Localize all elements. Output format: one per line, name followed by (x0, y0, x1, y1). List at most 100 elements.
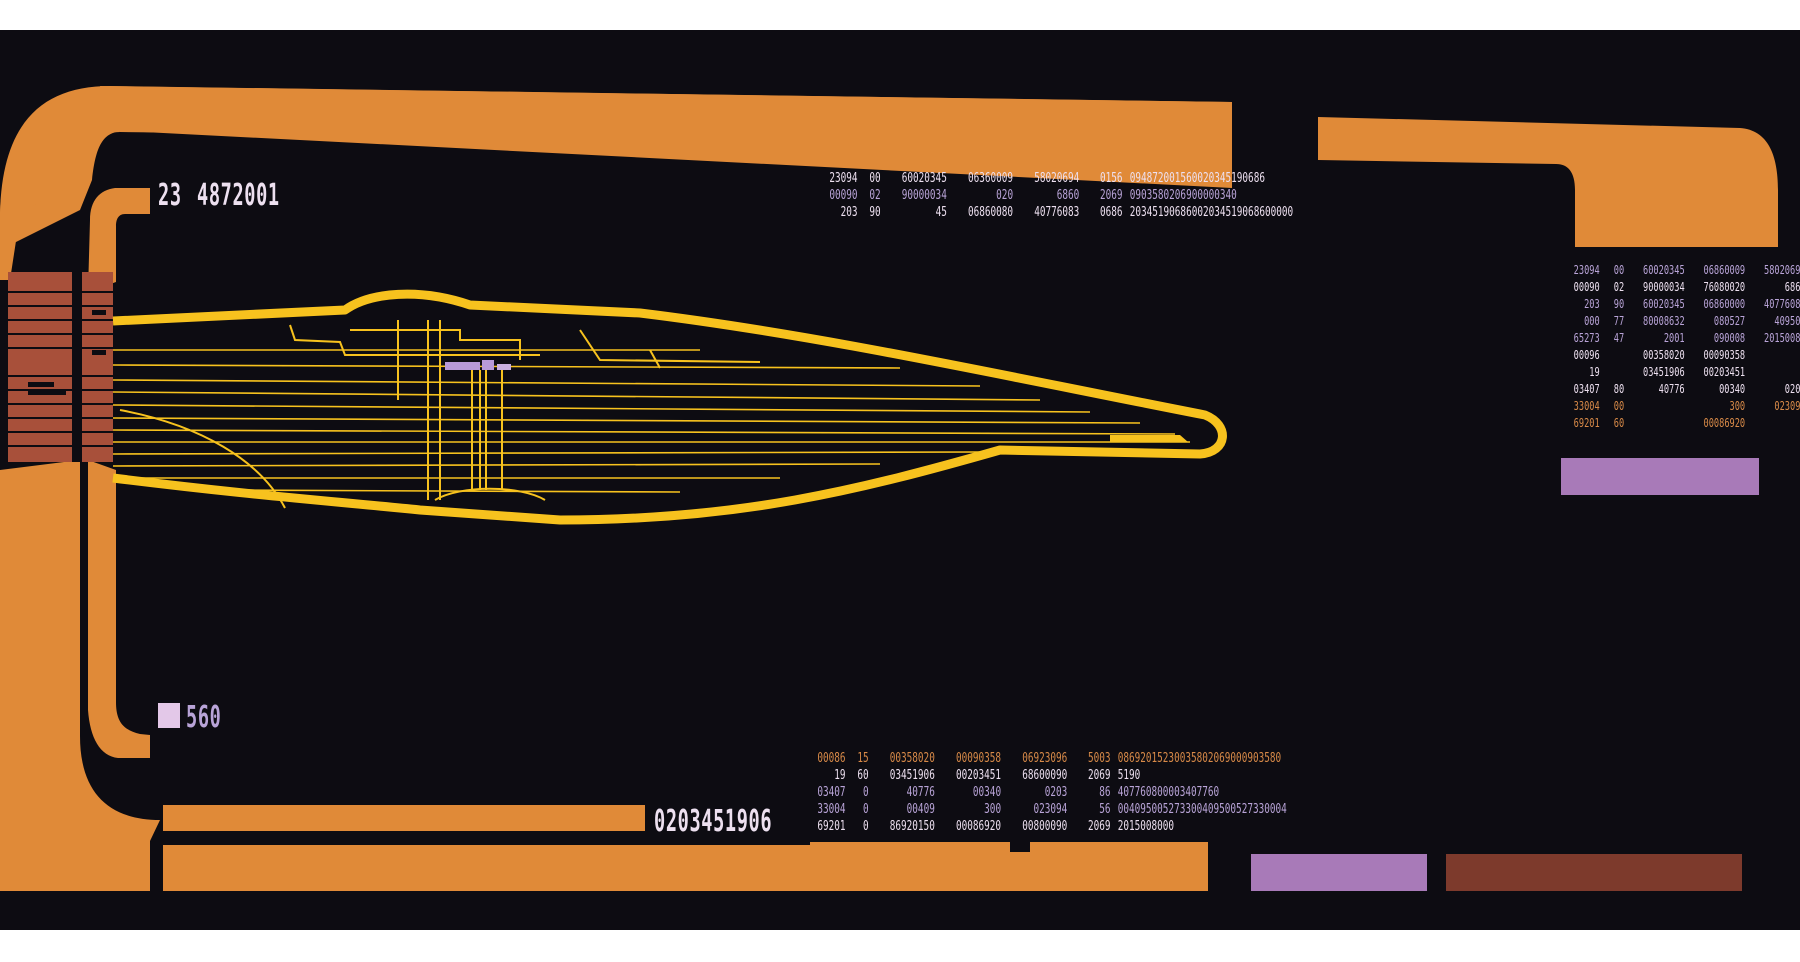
rust-section-lines (8, 291, 113, 447)
grid-cell: 00086 (817, 751, 846, 766)
grid-cell: 00086920 (955, 819, 1002, 834)
grid-cell: 80008632 (1643, 314, 1685, 328)
grid-cell (1607, 364, 1624, 381)
rust-block (28, 390, 66, 395)
grid-cell: 86 (1099, 785, 1111, 800)
frame-right-elbow (1318, 117, 1778, 247)
grid-cell: 65273 (1573, 331, 1600, 345)
grid-cell: 00096 (1573, 348, 1600, 362)
grid-cell: 60020345 (1643, 297, 1685, 311)
bottom-center-code: 0203451906 (654, 804, 773, 839)
grid-cell: 90000034 (901, 188, 947, 203)
grid-cell: 69201 (817, 819, 846, 834)
grid-cell: 0903580206900000340 (1129, 188, 1237, 203)
bow-detail (1110, 435, 1188, 442)
grid-cell: 58020694 (1763, 263, 1800, 277)
top-left-prefix: 23 (158, 178, 182, 213)
grid-cell: 56 (1099, 802, 1111, 817)
grid-cell: 00090358 (955, 751, 1002, 766)
grid-cell: 00358020 (1643, 348, 1685, 362)
grid-cell (1607, 347, 1624, 364)
grid-cell: 00090 (829, 188, 858, 203)
grid-cell: 60 (857, 768, 869, 783)
grid-cell: 60 (1613, 416, 1625, 430)
frame-outer-elbow-bottom (0, 460, 160, 871)
lcars-frame (0, 86, 1778, 891)
frame-bottom-bar-long (163, 842, 1208, 891)
grid-cell: 094872001560020345190686 (1129, 171, 1265, 186)
grid-cell: 69201 (1573, 416, 1600, 430)
grid-cell: 0 (862, 819, 869, 834)
grid-cell: 90000034 (1643, 280, 1685, 294)
grid-cell: 023094 (1033, 802, 1068, 817)
grid-cell: 76080020 (1703, 280, 1746, 294)
grid-cell: 00358020 (889, 751, 935, 766)
grid-cell: 300 (1729, 399, 1746, 413)
grid-cell: 90 (869, 205, 881, 220)
bottom-indicator-lavender[interactable] (1251, 854, 1427, 891)
grid-cell: 02 (1613, 280, 1625, 294)
grid-cell: 03407 (817, 785, 846, 800)
grid-cell: 33004 (1573, 399, 1600, 413)
grid-cell: 20345190686002034519068600000 (1129, 205, 1294, 220)
grid-cell: 203 (1584, 297, 1600, 311)
grid-cell: 86920150 (889, 819, 935, 834)
grid-cell (1631, 398, 1684, 415)
grid-cell: 60020345 (901, 171, 947, 186)
grid-cell: 90 (1613, 297, 1625, 311)
frame-inner-elbow-top (88, 188, 150, 292)
grid-row: 00096 00358020 00090358 (1568, 347, 1800, 364)
rust-block (28, 382, 54, 387)
frame-inner-elbow-bottom (88, 460, 150, 758)
grid-cell: 06860080 (967, 205, 1014, 220)
grid-cell: 0156 (1099, 171, 1123, 186)
grid-cell (1752, 415, 1800, 432)
module-lavender (497, 364, 511, 370)
grid-cell: 00409 (906, 802, 935, 817)
grid-cell: 00203451 (1703, 365, 1746, 379)
grid-cell: 5190 (1117, 768, 1141, 783)
hull-outline (112, 289, 1227, 525)
bottom-indicator-rust[interactable] (1446, 854, 1742, 891)
grid-cell: 77 (1613, 314, 1625, 328)
grid-cell (1631, 415, 1684, 432)
grid-row: 69201 0 86920150 00086920 00800090 2069 201500… (811, 818, 1327, 835)
grid-cell: 06860000 (1703, 297, 1746, 311)
superstructure (289, 324, 761, 369)
lower-dome (434, 487, 546, 501)
grid-cell: 00090358 (1703, 348, 1746, 362)
grid-cell: 2069 (1099, 188, 1123, 203)
side-indicator-bar[interactable] (1561, 458, 1759, 495)
grid-cell: 000 (1584, 314, 1600, 328)
grid-cell (1752, 364, 1800, 381)
grid-cell: 40776 (906, 785, 935, 800)
grid-cell: 6860 (1056, 188, 1080, 203)
module-lavender (482, 360, 494, 370)
grid-cell: 00340 (1719, 382, 1746, 396)
rust-block (92, 310, 106, 315)
grid-cell: 15 (857, 751, 869, 766)
rust-block (92, 350, 106, 355)
grid-cell: 58020694 (1034, 171, 1080, 186)
grid-cell: 00800090 (1022, 819, 1068, 834)
grid-row: 20390600203450686000040776083 (1568, 296, 1800, 313)
grid-cell: 40776083 (1034, 205, 1080, 220)
grid-cell: 0 (862, 802, 869, 817)
grid-cell: 2015008000 (1117, 819, 1175, 834)
grid-cell: 407760800003407760 (1117, 785, 1220, 800)
grid-cell: 2069 (1087, 819, 1111, 834)
grid-cell: 23094 (1573, 263, 1600, 277)
grid-cell: 00340 (972, 785, 1002, 800)
grid-row: 6527347200109000820150083 (1568, 330, 1800, 347)
grid-cell: 00 (1613, 399, 1625, 413)
grid-cell: 2001 (1663, 331, 1685, 345)
grid-row: 0007780008632080527409500 (1568, 313, 1800, 330)
grid-cell: 06923096 (1022, 751, 1068, 766)
grid-cell: 68600090 (1022, 768, 1068, 783)
